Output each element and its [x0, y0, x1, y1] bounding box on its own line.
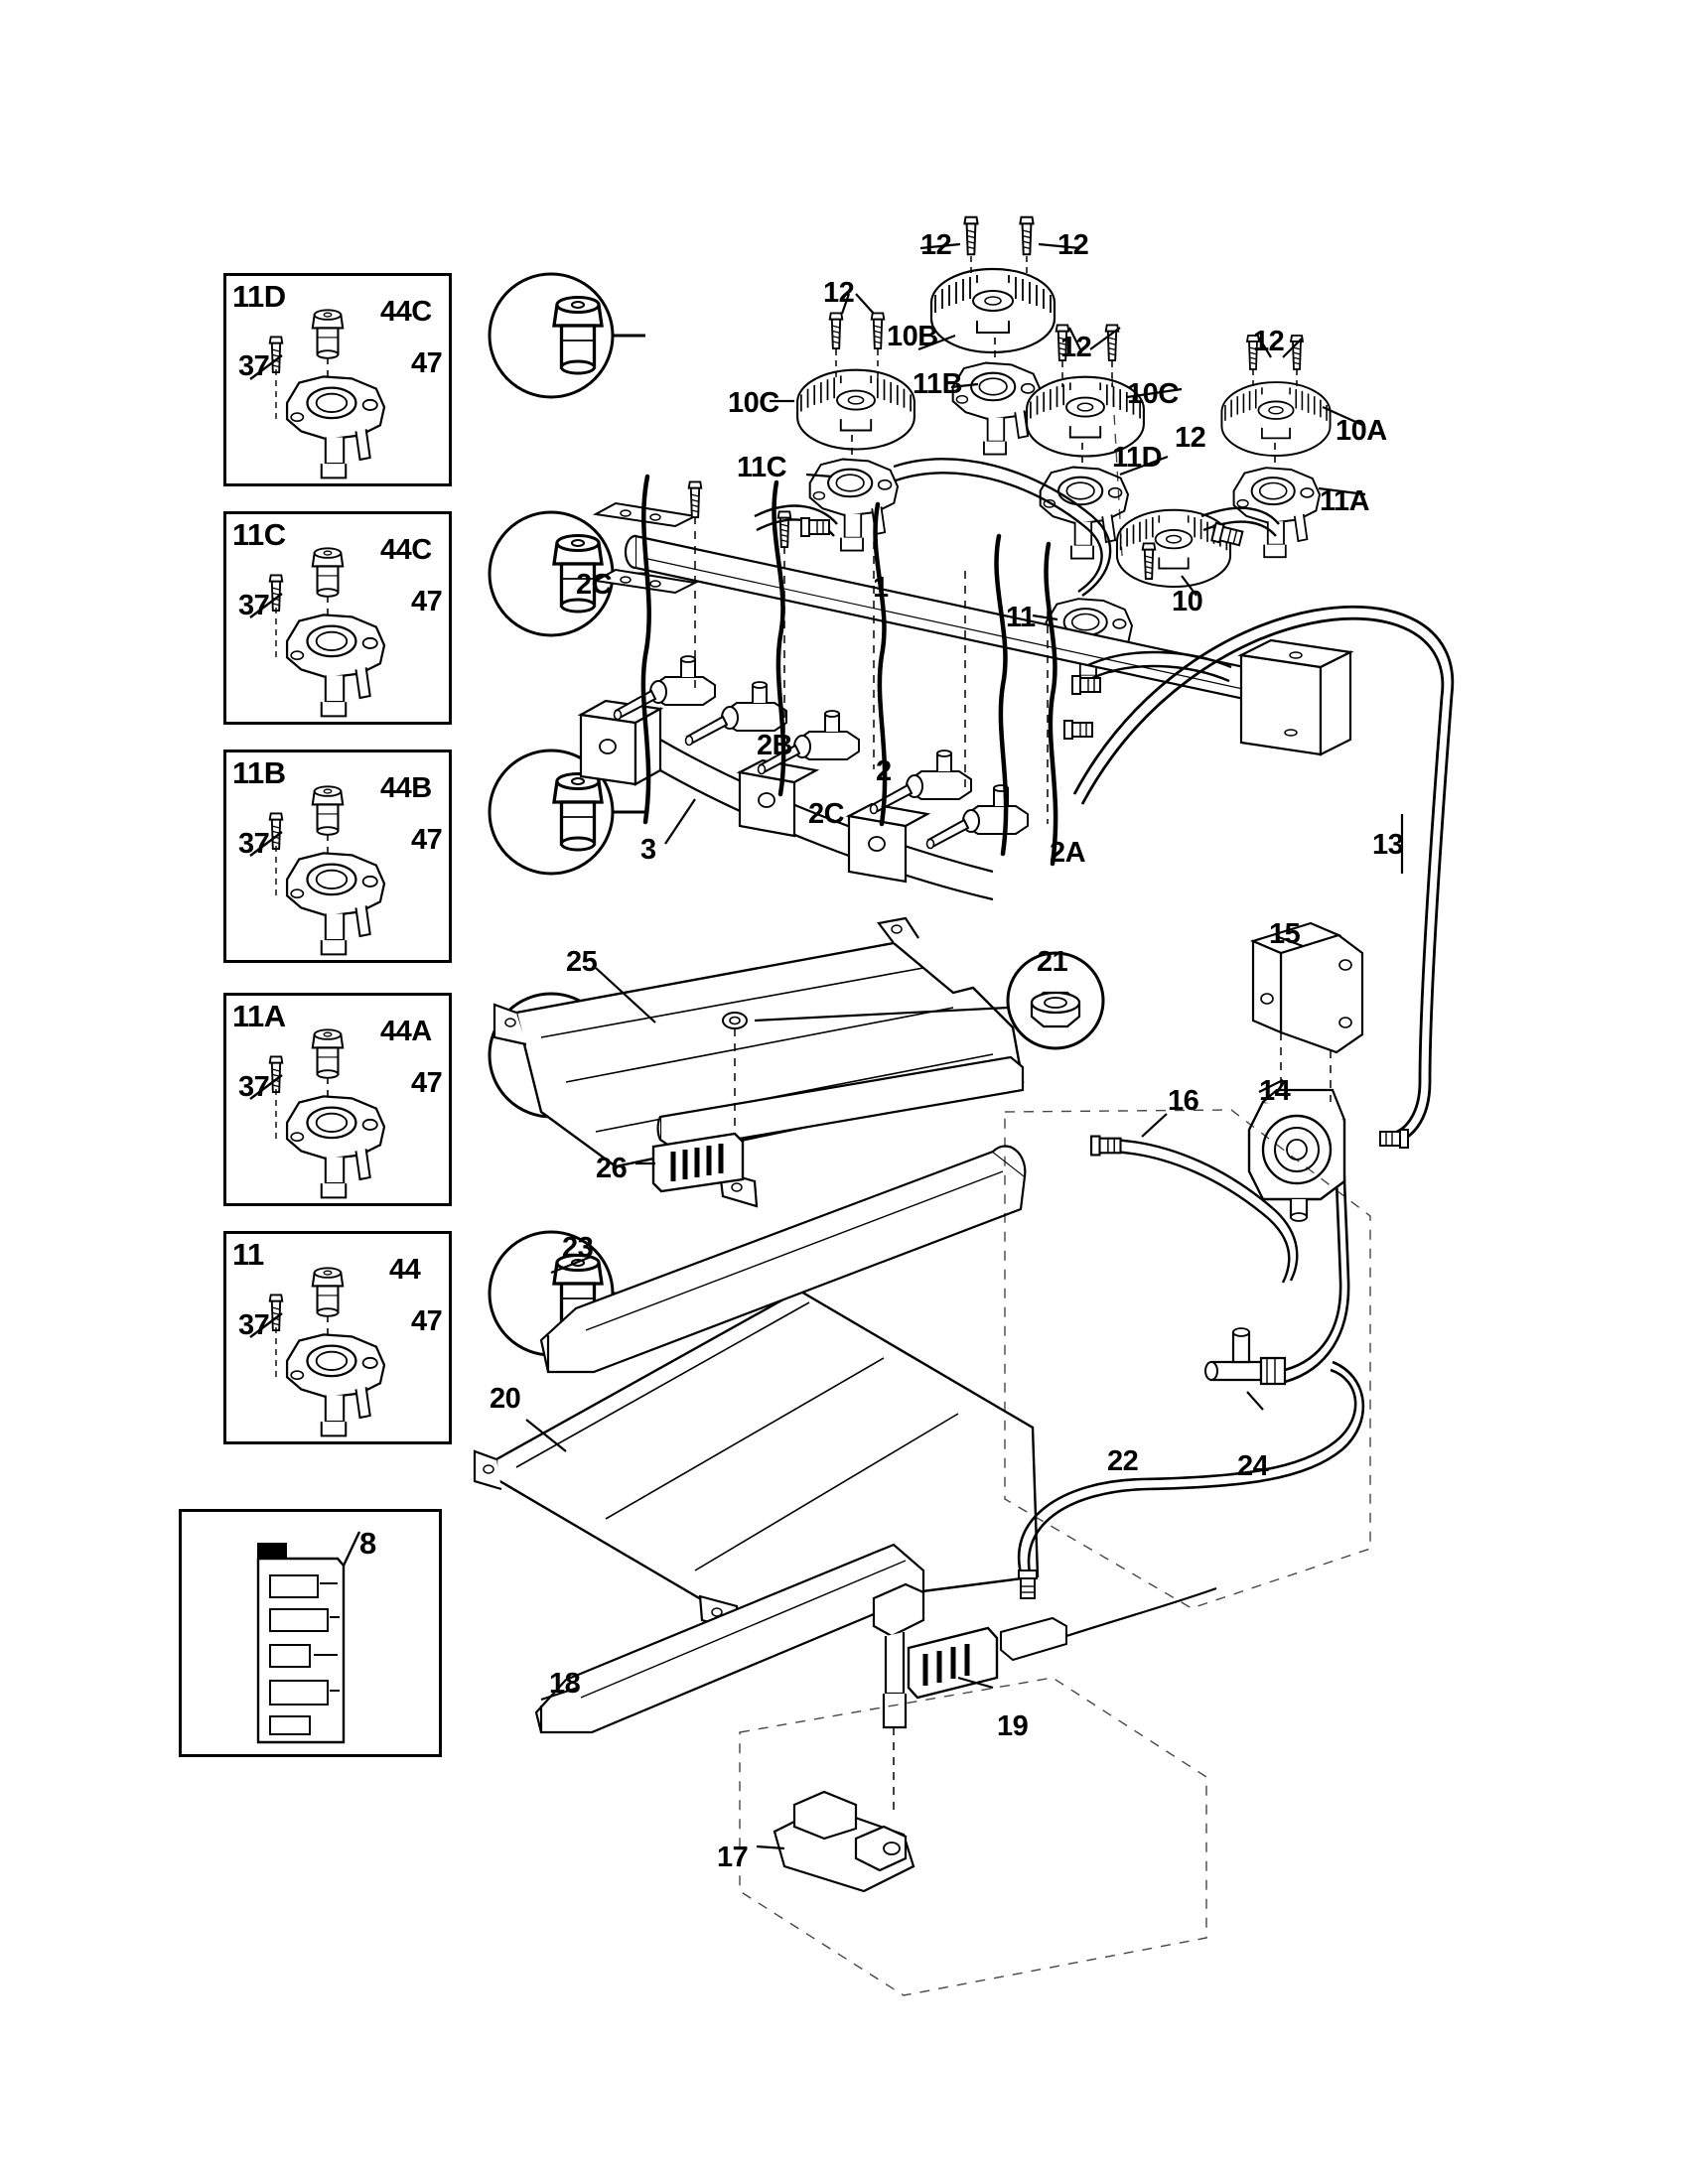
part-callout-3: 3	[640, 834, 656, 866]
detail-panel-11A	[223, 993, 452, 1206]
part-callout-21: 21	[1037, 946, 1068, 978]
part-callout-11: 11	[1006, 602, 1036, 633]
part-callout-47: 47	[411, 1305, 443, 1337]
part-callout-37: 37	[238, 590, 270, 621]
part-callout-18: 18	[549, 1668, 581, 1700]
part-callout-12: 12	[823, 277, 855, 309]
detail-panel-11B	[223, 750, 452, 963]
part-callout-11a: 11A	[1320, 485, 1370, 517]
part-callout-24: 24	[1237, 1450, 1269, 1482]
part-callout-22: 22	[1107, 1445, 1139, 1477]
part-callout-23: 23	[562, 1232, 594, 1264]
part-callout-8: 8	[359, 1526, 376, 1561]
part-callout-10: 10	[1172, 586, 1203, 617]
detail-panel-11D	[223, 273, 452, 486]
part-callout-11b: 11B	[913, 368, 963, 400]
part-callout-37: 37	[238, 350, 270, 382]
part-callout-47: 47	[411, 347, 443, 379]
part-callout-14: 14	[1259, 1075, 1291, 1107]
part-callout-11c: 11C	[232, 517, 286, 552]
part-callout-15: 15	[1269, 918, 1301, 950]
part-callout-11d: 11D	[1112, 442, 1163, 474]
part-callout-2b: 2B	[757, 730, 793, 761]
part-callout-19: 19	[997, 1710, 1029, 1742]
part-callout-12: 12	[1175, 422, 1206, 454]
part-callout-13: 13	[1372, 829, 1404, 861]
part-callout-44a: 44A	[380, 1016, 432, 1047]
part-callout-2: 2	[876, 755, 892, 787]
part-callout-12: 12	[920, 229, 952, 261]
part-callout-37: 37	[238, 1071, 270, 1103]
part-callout-2c: 2C	[808, 798, 845, 830]
part-callout-11d: 11D	[232, 279, 286, 314]
detail-panel-11C	[223, 511, 452, 725]
part-callout-10c: 10C	[1127, 378, 1179, 410]
part-callout-11c: 11C	[737, 452, 787, 483]
part-callout-47: 47	[411, 1067, 443, 1099]
part-callout-11: 11	[232, 1237, 264, 1272]
part-callout-12: 12	[1253, 326, 1285, 357]
part-callout-26: 26	[596, 1153, 628, 1184]
part-callout-2c: 2C	[576, 569, 613, 601]
part-callout-2a: 2A	[1050, 837, 1086, 869]
part-callout-12: 12	[1057, 229, 1089, 261]
detail-panel-8	[179, 1509, 442, 1757]
part-callout-44: 44	[389, 1254, 421, 1286]
part-callout-37: 37	[238, 1309, 270, 1341]
part-callout-37: 37	[238, 828, 270, 860]
part-callout-44c: 44C	[380, 534, 432, 566]
part-callout-44b: 44B	[380, 772, 432, 804]
part-callout-10c: 10C	[728, 387, 779, 419]
part-callout-16: 16	[1168, 1085, 1199, 1117]
part-callout-44c: 44C	[380, 296, 432, 328]
part-callout-17: 17	[717, 1842, 749, 1873]
part-callout-47: 47	[411, 824, 443, 856]
part-callout-25: 25	[566, 946, 598, 978]
part-callout-10a: 10A	[1336, 415, 1387, 447]
part-callout-10b: 10B	[887, 321, 938, 352]
detail-panel-11	[223, 1231, 452, 1444]
part-callout-20: 20	[490, 1383, 521, 1415]
part-callout-11a: 11A	[232, 999, 286, 1033]
part-callout-47: 47	[411, 586, 443, 617]
part-callout-12: 12	[1060, 332, 1092, 363]
part-callout-11b: 11B	[232, 755, 286, 790]
part-callout-1: 1	[873, 572, 889, 604]
